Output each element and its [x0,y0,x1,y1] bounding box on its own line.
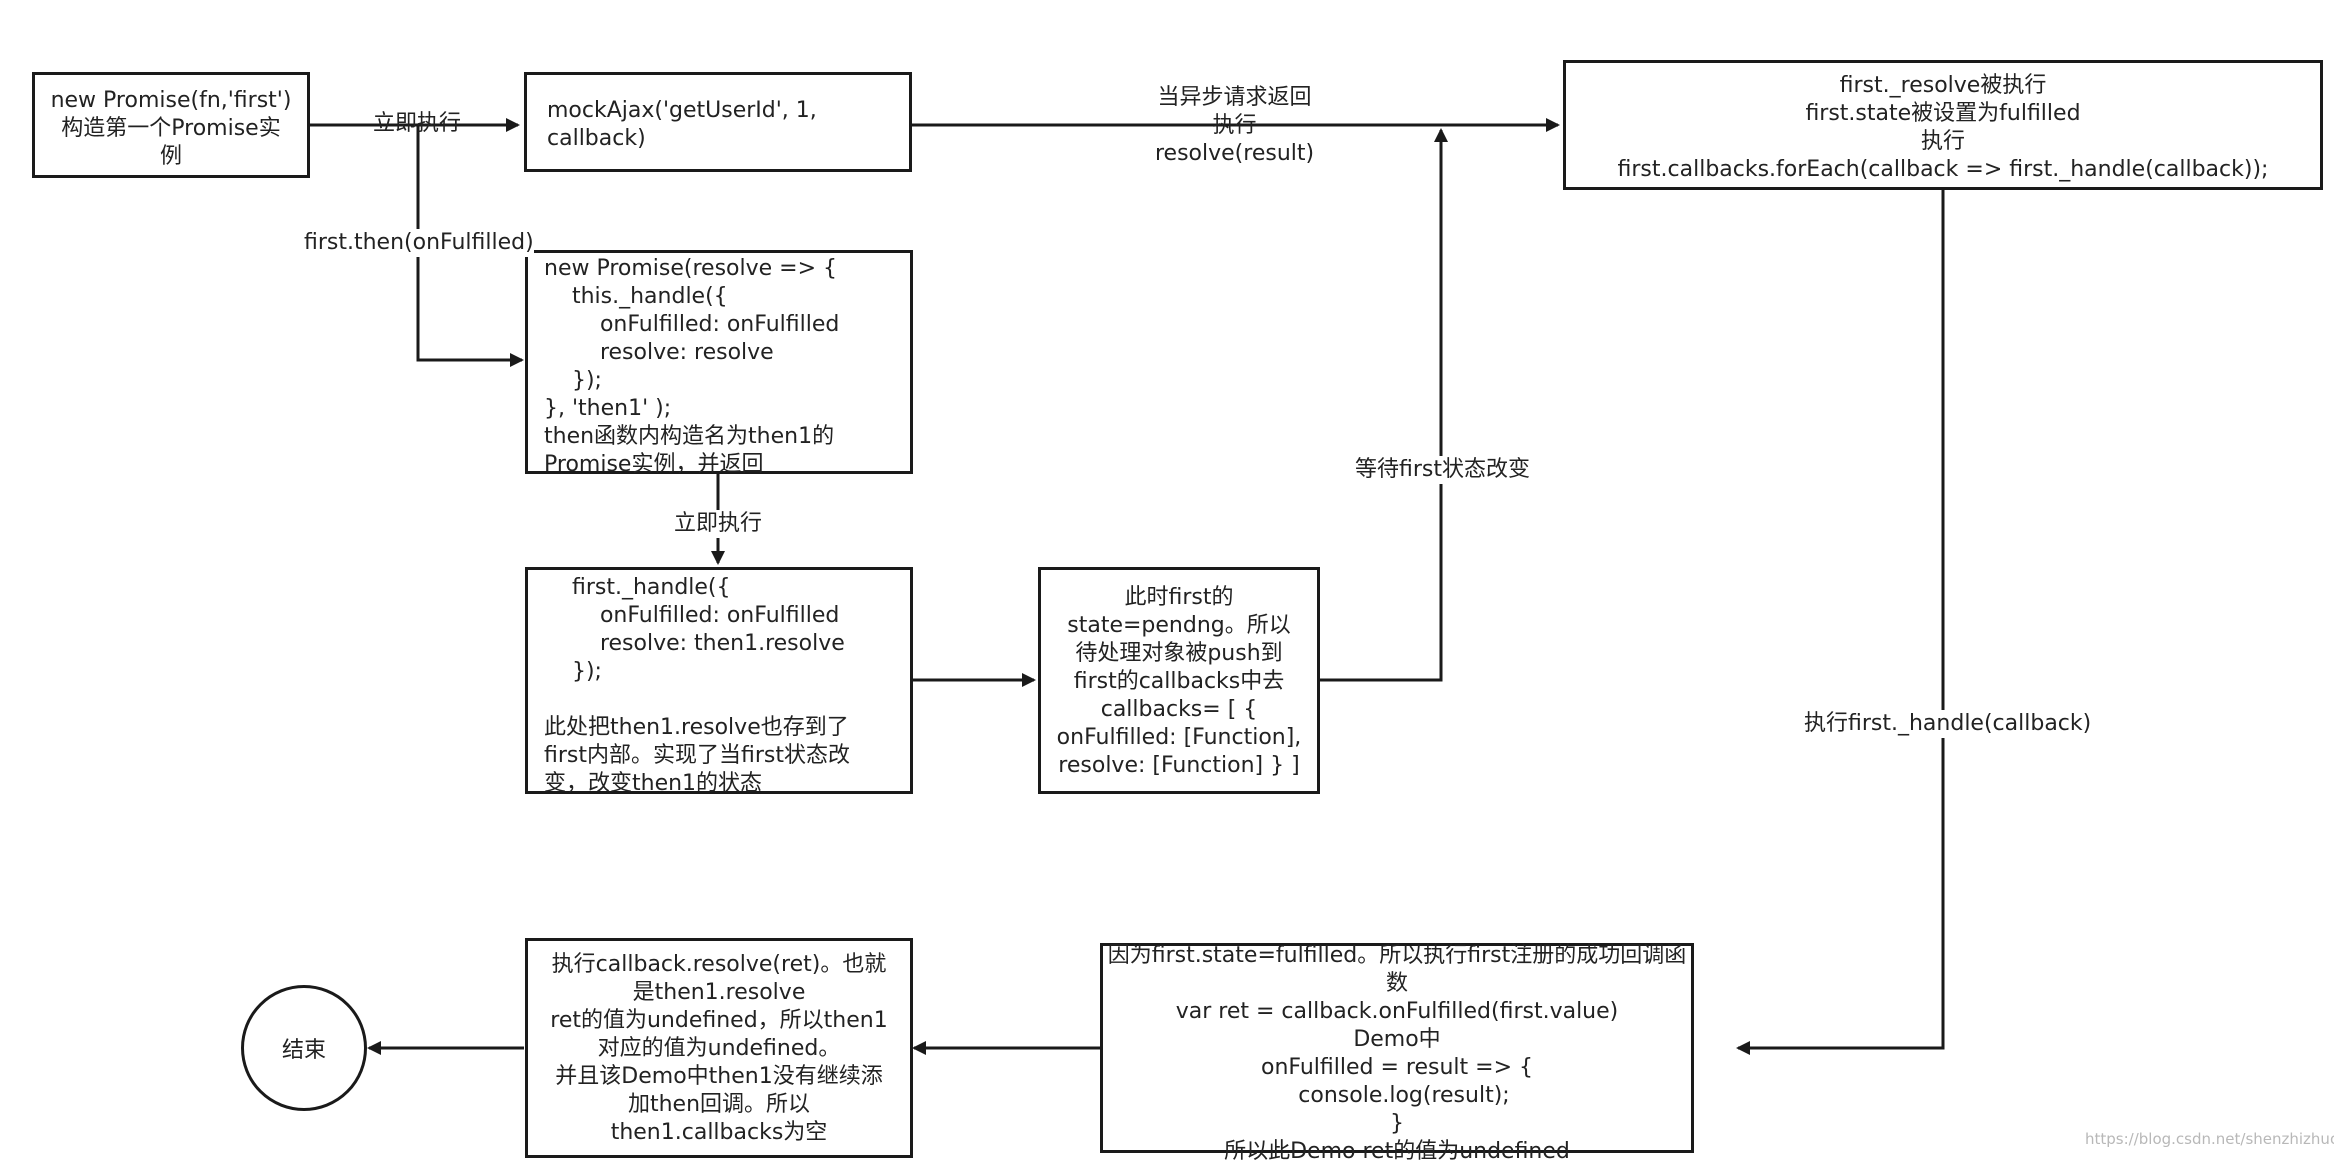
node-first-handle: first._handle({ onFulfilled: onFulfilled… [525,567,913,796]
node-end-text: 结束 [281,1038,326,1063]
node-fulfilled-text: 因为first.state=fulfilled。所以执行first注册的成功回调… [1107,943,1687,1164]
node-mockajax: mockAjax('getUserId', 1, callback) [524,72,912,172]
node-first-resolve-text: first._resolve被执行 first.state被设置为fulfill… [1617,73,2269,182]
node-callback-resolve-text: 执行callback.resolve(ret)。也就 是then1.resolv… [550,952,888,1145]
watermark: https://blog.csdn.net/shenzhizhuo... [2085,1130,2334,1148]
edge-label-immediate-2: 立即执行 [674,510,763,538]
edge-resolve-to-fulfilled [1736,190,1945,1055]
node-then1-text: new Promise(resolve => { this._handle({ … [544,256,840,477]
node-end: 结束 [241,985,367,1111]
node-then1: new Promise(resolve => { this._handle({ … [525,250,913,477]
node-pending-text: 此时first的 state=pendng。所以 待处理对象被push到 fir… [1056,585,1302,778]
edge-start-to-then1 [416,125,524,367]
node-start: new Promise(fn,'first') 构造第一个Promise实 例 [32,72,310,178]
node-mockajax-text: mockAjax('getUserId', 1, callback) [547,98,817,151]
edge-label-async-return: 当异步请求返回 执行 resolve(result) [1155,85,1315,166]
node-pending: 此时first的 state=pendng。所以 待处理对象被push到 fir… [1038,567,1320,794]
node-start-text: new Promise(fn,'first') 构造第一个Promise实 例 [50,88,292,169]
edge-label-first-then: first.then(onFulfilled) [304,229,534,257]
edge-pending-to-resolve [1318,128,1448,682]
node-callback-resolve: 执行callback.resolve(ret)。也就 是then1.resolv… [525,938,913,1158]
edge-label-immediate-1: 立即执行 [373,111,462,136]
node-first-resolve: first._resolve被执行 first.state被设置为fulfill… [1563,60,2323,190]
edge-label-wait-state: 等待first状态改变 [1355,456,1530,484]
node-first-handle-text: first._handle({ onFulfilled: onFulfilled… [544,575,850,796]
node-fulfilled: 因为first.state=fulfilled。所以执行first注册的成功回调… [1100,943,1694,1164]
edge-label-exec-handle: 执行first._handle(callback) [1804,710,2092,738]
